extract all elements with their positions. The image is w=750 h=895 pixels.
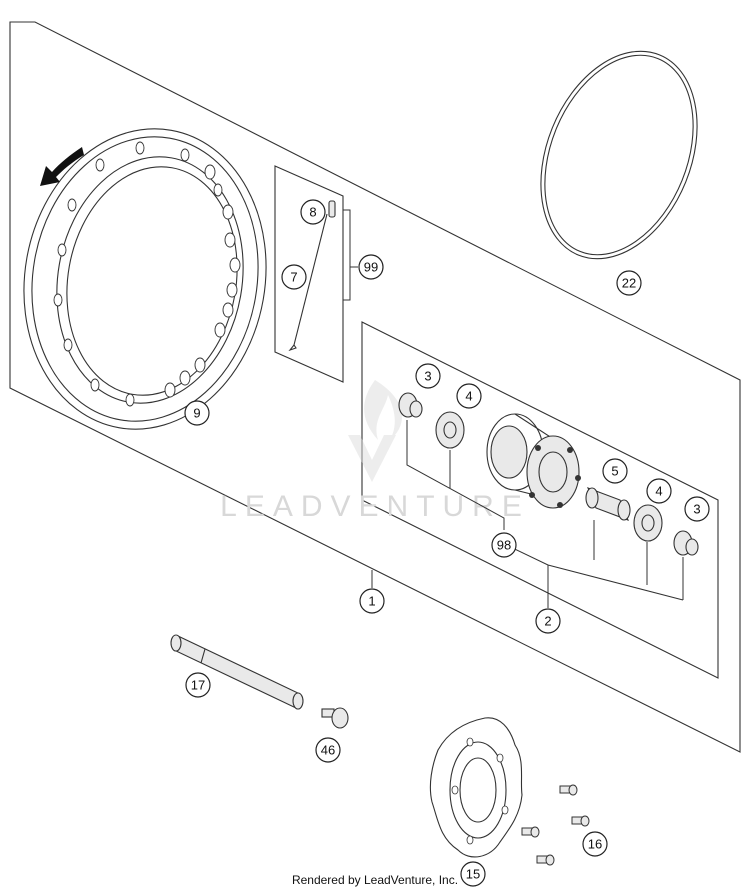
callout-17[interactable]: 17: [185, 672, 211, 698]
bearing-left-part[interactable]: [435, 411, 465, 449]
callout-7[interactable]: 7: [281, 264, 307, 290]
callout-15[interactable]: 15: [460, 861, 486, 887]
callout-46[interactable]: 46: [315, 737, 341, 763]
svg-text:5: 5: [611, 464, 618, 479]
leader-lines: [343, 209, 684, 608]
svg-text:99: 99: [364, 260, 378, 275]
callout-1[interactable]: 1: [359, 588, 385, 614]
svg-text:1: 1: [368, 594, 375, 609]
watermark-text: LEADVENTURE: [220, 490, 530, 523]
svg-text:2: 2: [544, 614, 551, 629]
svg-text:22: 22: [622, 276, 636, 291]
callout-99[interactable]: 99: [358, 254, 384, 280]
svg-text:98: 98: [497, 538, 511, 553]
collar-right-part[interactable]: [673, 530, 699, 556]
callout-4-right[interactable]: 4: [646, 478, 672, 504]
svg-text:16: 16: [588, 837, 602, 852]
callout-22[interactable]: 22: [616, 270, 642, 296]
callout-8[interactable]: 8: [300, 199, 326, 225]
callout-4-left[interactable]: 4: [456, 383, 482, 409]
spoke-kit-panel: [274, 165, 344, 383]
disc-screws-part[interactable]: [521, 784, 590, 866]
callout-98[interactable]: 98: [491, 532, 517, 558]
svg-text:4: 4: [655, 484, 662, 499]
rotation-arrow-icon: [40, 147, 84, 186]
svg-text:7: 7: [290, 270, 297, 285]
callout-5[interactable]: 5: [602, 458, 628, 484]
collar-left-part[interactable]: [398, 392, 423, 418]
svg-text:8: 8: [309, 205, 316, 220]
rim-part[interactable]: [1, 109, 290, 448]
svg-text:3: 3: [693, 502, 700, 517]
hub-part[interactable]: [486, 413, 581, 509]
callout-9[interactable]: 9: [184, 400, 210, 426]
callout-3-right[interactable]: 3: [684, 496, 710, 522]
callout-3-left[interactable]: 3: [415, 363, 441, 389]
callout-2[interactable]: 2: [535, 608, 561, 634]
footer-credit: Rendered by LeadVenture, Inc.: [291, 873, 459, 887]
bearing-right-part[interactable]: [633, 504, 663, 542]
svg-text:3: 3: [424, 369, 431, 384]
svg-text:4: 4: [465, 389, 472, 404]
spoke-part[interactable]: [288, 213, 328, 352]
svg-text:17: 17: [191, 678, 205, 693]
svg-text:15: 15: [466, 867, 480, 882]
wheel-assembly-panel: [9, 21, 741, 753]
svg-text:9: 9: [193, 406, 200, 421]
wheel-spindle-part[interactable]: [170, 634, 304, 710]
brake-disc-part[interactable]: [429, 717, 523, 858]
spoke-nipple-part[interactable]: [328, 200, 336, 218]
callout-16[interactable]: 16: [582, 831, 608, 857]
svg-text:46: 46: [321, 743, 335, 758]
distance-bushing-part[interactable]: [585, 487, 631, 521]
collar-screw-part[interactable]: [321, 707, 349, 729]
watermark-logo: [348, 380, 403, 482]
rim-tape-part[interactable]: [512, 28, 726, 282]
